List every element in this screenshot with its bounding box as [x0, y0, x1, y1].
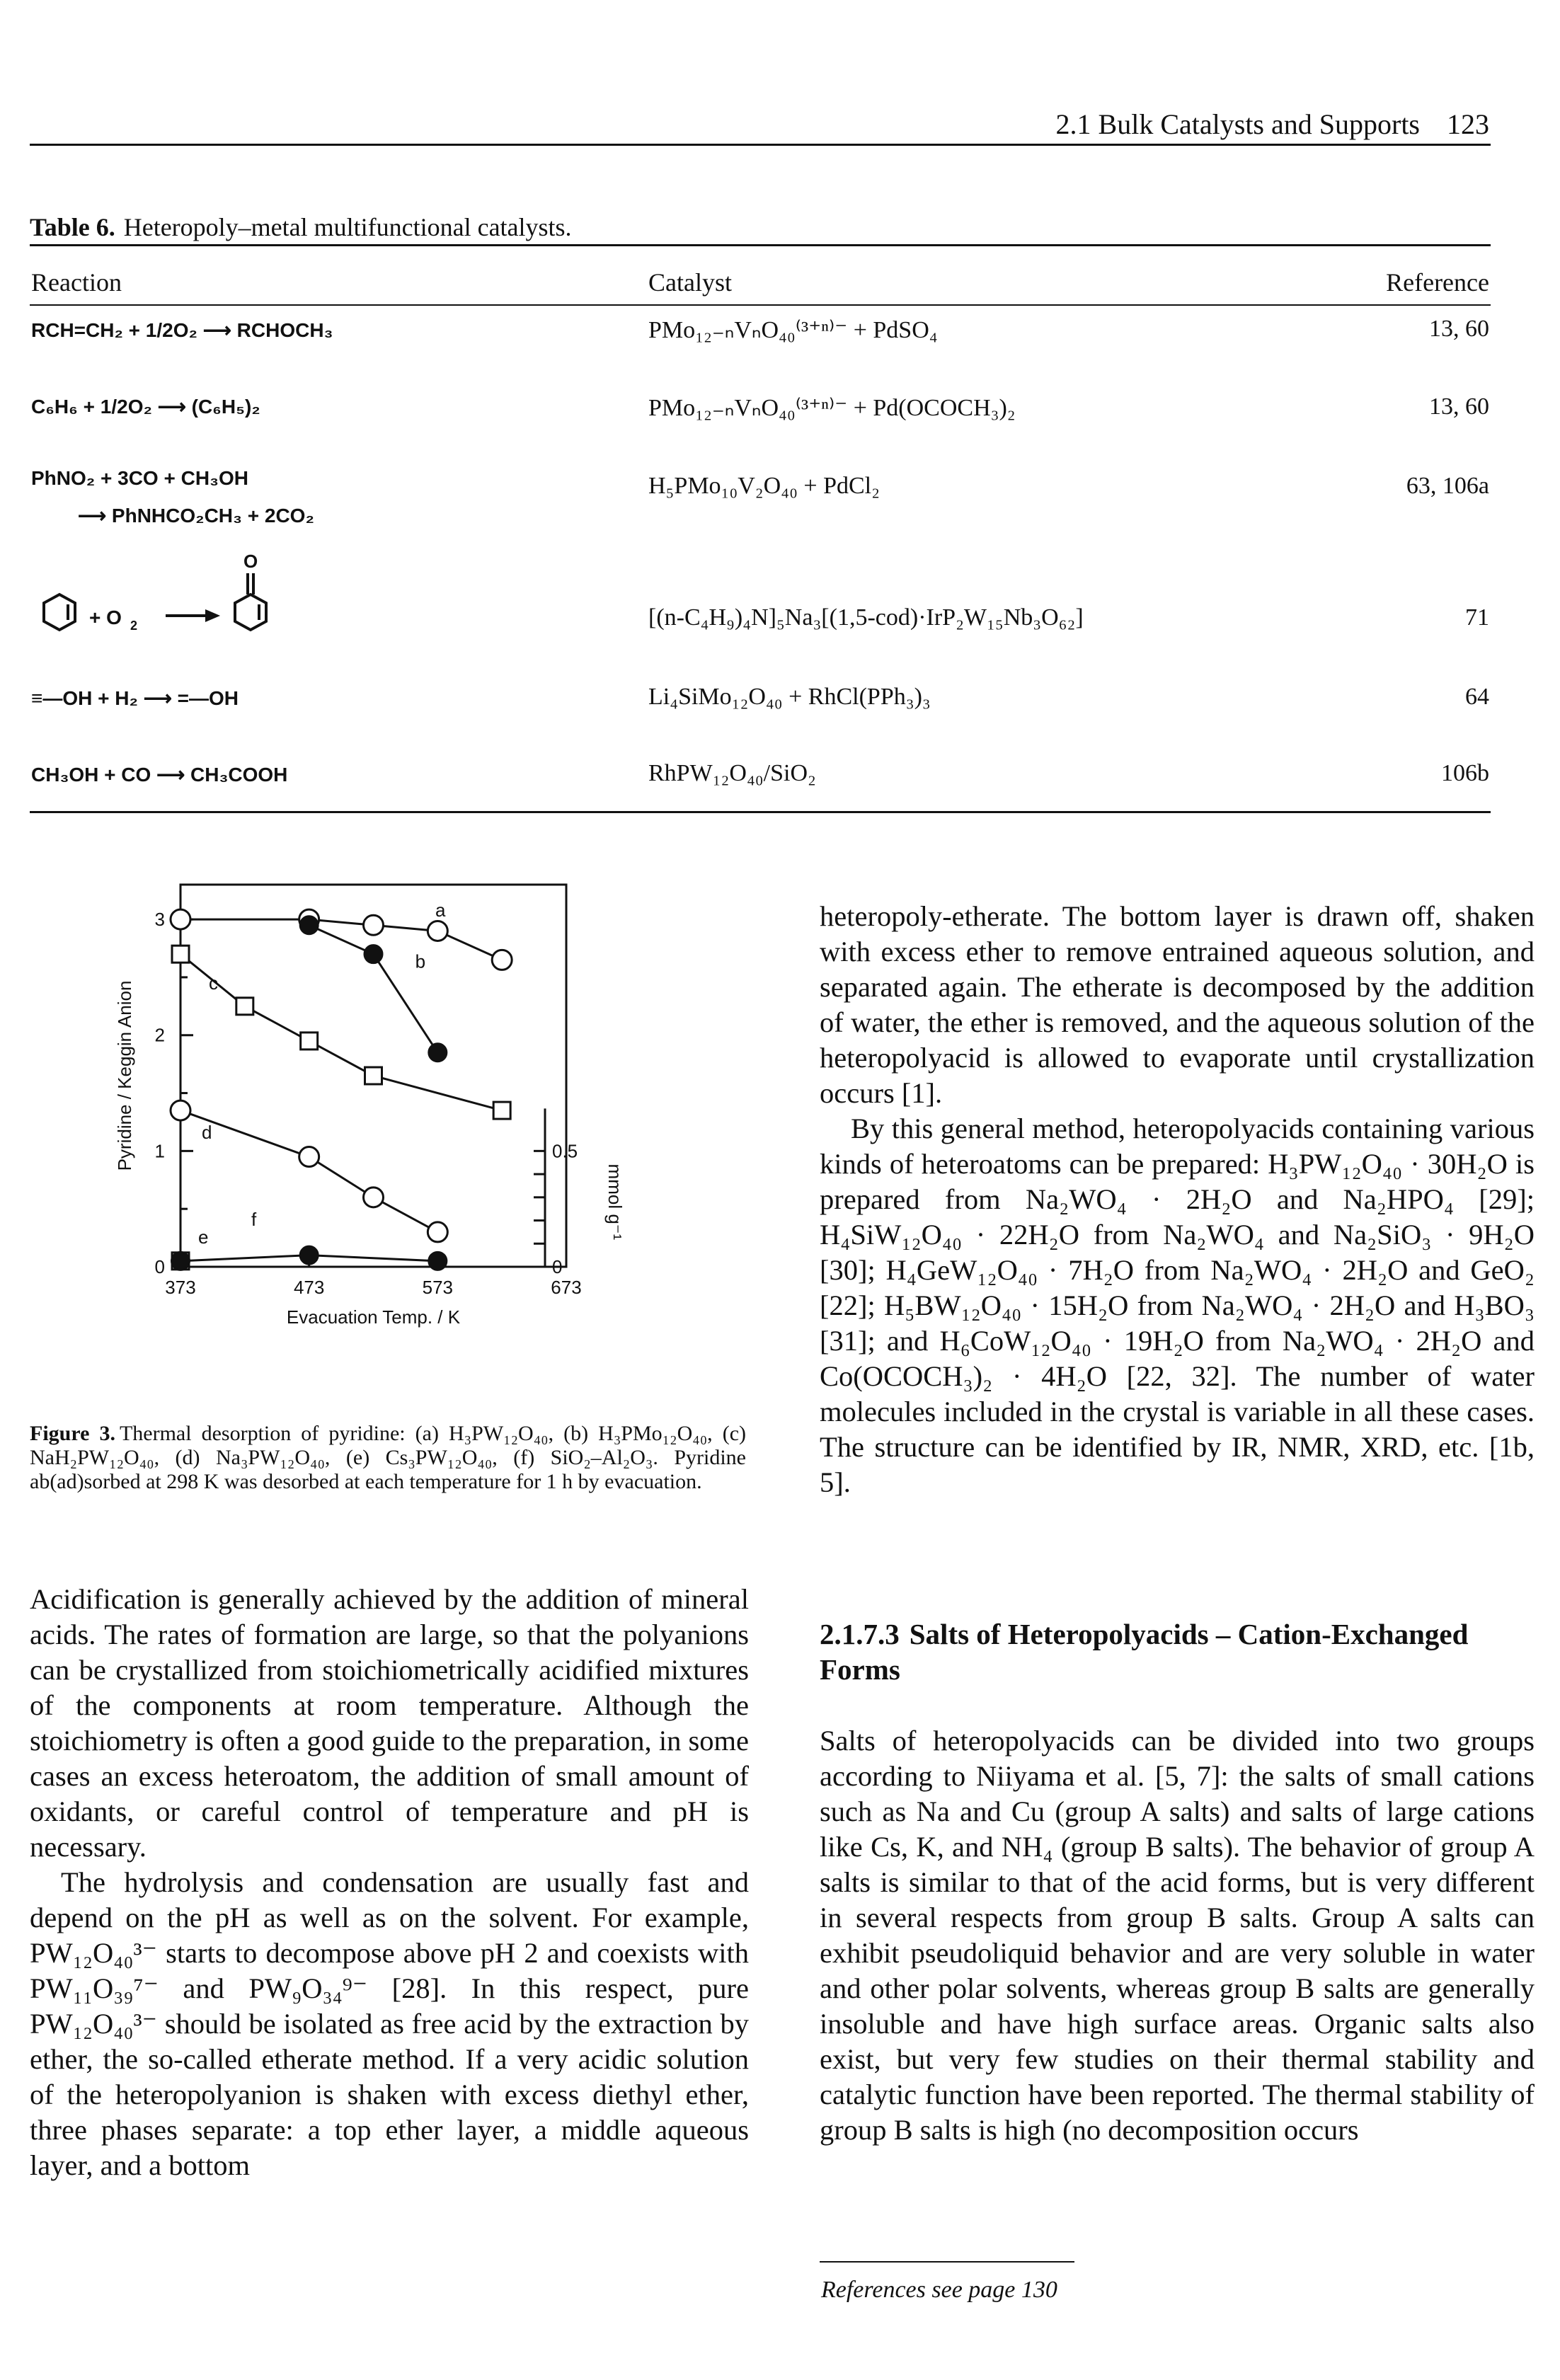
table-row-reference: 63, 106a	[1406, 473, 1489, 499]
data-point	[299, 1245, 319, 1265]
data-point	[426, 1221, 449, 1243]
y-axis-label: Pyridine / Keggin Anion	[114, 981, 135, 1171]
y-tick-label: 2	[155, 1025, 165, 1046]
data-point	[299, 915, 319, 936]
figure-caption: Figure 3.Thermal desorption of pyridine:…	[30, 1422, 746, 1494]
figure-caption-text: Thermal desorption of pyridine: (a) H₃PW…	[30, 1422, 746, 1493]
data-point	[169, 908, 192, 931]
table-row-reaction: PhNO₂ + 3CO + CH₃OH	[31, 467, 249, 489]
table-row-catalyst: [(n-C₄H₉)₄N]₅Na₃[(1,5-cod)·IrP₂W₁₅Nb₃O₆₂…	[648, 604, 1084, 631]
table-row-catalyst: H₅PMo₁₀V₂O₄₀ + PdCl₂	[648, 473, 880, 499]
cyclohexenone-ring-icon	[234, 592, 268, 632]
table-row-catalyst: PMo₁₂₋ₙVₙO₄₀⁽³⁺ⁿ⁾⁻ + PdSO₄	[648, 317, 938, 343]
data-point	[171, 944, 190, 964]
data-point	[491, 948, 513, 971]
data-point	[492, 1100, 512, 1120]
y-tick-label: 1	[155, 1140, 165, 1161]
series-line	[180, 953, 503, 1112]
table-row-reference: 13, 60	[1429, 316, 1489, 342]
paragraph: The hydrolysis and condensation are usua…	[30, 1866, 749, 2181]
table-row-reference: 13, 60	[1429, 393, 1489, 420]
table-top-rule	[30, 244, 1491, 246]
svg-text:O: O	[243, 552, 258, 572]
paragraph: Acidification is generally achieved by t…	[30, 1583, 749, 1863]
data-point	[171, 1251, 190, 1271]
y-tick-label: 0	[155, 1256, 165, 1277]
table-caption-text: Heteropoly–metal multifunctional catalys…	[123, 213, 572, 241]
left-column: Acidification is generally achieved by t…	[30, 1582, 749, 2183]
running-header: 2.1 Bulk Catalysts and Supports 123	[1056, 108, 1489, 141]
series-label: c	[209, 972, 218, 994]
x-tick-label: 673	[551, 1277, 581, 1298]
right-column-section: Salts of heteropolyacids can be divided …	[820, 1723, 1535, 2148]
x-tick-label: 373	[165, 1277, 195, 1298]
data-point	[362, 914, 384, 936]
data-point	[299, 1031, 319, 1051]
y2-tick-label: 0.5	[552, 1140, 578, 1161]
series-label: e	[198, 1226, 208, 1248]
figure-label: Figure 3.	[30, 1422, 115, 1445]
paragraph: By this general method, heteropolyacids …	[820, 1113, 1535, 1498]
plot-frame	[179, 883, 568, 1268]
footnote-rule	[820, 2261, 1074, 2263]
paragraph: heteropoly-etherate. The bottom layer is…	[820, 900, 1535, 1109]
svg-text:+ O: + O	[89, 607, 122, 628]
column-header-catalyst: Catalyst	[648, 268, 732, 297]
table-row-reaction: CH₃OH + CO ⟶ CH₃COOH	[31, 764, 288, 786]
section-heading-text: Salts of Heteropolyacids – Cation-Exchan…	[820, 1618, 1469, 1686]
table-bottom-rule	[30, 811, 1491, 813]
data-point	[426, 919, 449, 942]
series-label: f	[251, 1209, 257, 1230]
series-label: b	[415, 950, 425, 972]
table-caption: Table 6. Heteropoly–metal multifunctional…	[30, 212, 572, 242]
data-point	[363, 944, 384, 965]
series-label: d	[202, 1122, 212, 1143]
table-row-reference: 71	[1465, 604, 1489, 631]
table-row-reference: 106b	[1441, 760, 1489, 786]
table-row-reaction: ≡—OH + H₂ ⟶ =—OH	[31, 687, 239, 709]
data-point	[428, 1042, 448, 1063]
table-row-reaction: C₆H₆ + 1/2O₂ ⟶ (C₆H₅)₂	[31, 396, 260, 418]
x-axis-label: Evacuation Temp. / K	[287, 1306, 461, 1328]
right-column: heteropoly-etherate. The bottom layer is…	[820, 899, 1535, 1500]
table-row-reaction: RCH=CH₂ + 1/2O₂ ⟶ RCHOCH₃	[31, 319, 333, 341]
column-header-reaction: Reaction	[31, 268, 122, 297]
table-row-catalyst: Li₄SiMo₁₂O₄₀ + RhCl(PPh₃)₃	[648, 684, 931, 710]
x-tick-label: 473	[294, 1277, 324, 1298]
column-header-reference: Reference	[1386, 268, 1489, 297]
table-label: Table 6.	[30, 213, 115, 241]
table-header-rule	[30, 304, 1491, 306]
y2-axis-label: mmol g⁻¹	[604, 1164, 626, 1241]
table-row-catalyst: PMo₁₂₋ₙVₙO₄₀⁽³⁺ⁿ⁾⁻ + Pd(OCOCH₃)₂	[648, 395, 1016, 421]
data-point	[364, 1066, 383, 1086]
series-f	[171, 1245, 448, 1271]
y-tick-label: 3	[155, 909, 165, 930]
series-b	[299, 915, 448, 1063]
y2-tick-label: 0	[552, 1256, 562, 1277]
series-d	[169, 1099, 449, 1243]
data-point	[169, 1099, 192, 1122]
section-title: 2.1 Bulk Catalysts and Supports	[1055, 108, 1420, 140]
series-label: a	[435, 899, 446, 921]
table-row-reference: 64	[1465, 684, 1489, 710]
references-note: References see page 130	[821, 2277, 1057, 2303]
table-row-catalyst: RhPW₁₂O₄₀/SiO₂	[648, 760, 816, 786]
paragraph: Salts of heteropolyacids can be divided …	[820, 1725, 1535, 2146]
data-point	[298, 1146, 321, 1168]
page-number: 123	[1447, 108, 1489, 140]
section-number: 2.1.7.3	[820, 1618, 900, 1650]
table-row-reaction-line2: ⟶ PhNHCO₂CH₃ + 2CO₂	[78, 505, 314, 527]
cyclohexene-ring-icon	[42, 592, 76, 632]
series-line	[180, 1109, 439, 1234]
header-rule	[30, 144, 1491, 146]
data-point	[362, 1186, 384, 1209]
svg-text:2: 2	[130, 619, 137, 633]
cyclohexene-oxidation-scheme: + O 2 O	[42, 552, 268, 633]
data-point	[235, 996, 255, 1016]
series-c	[171, 944, 512, 1120]
x-tick-label: 573	[423, 1277, 453, 1298]
data-point	[428, 1251, 448, 1271]
